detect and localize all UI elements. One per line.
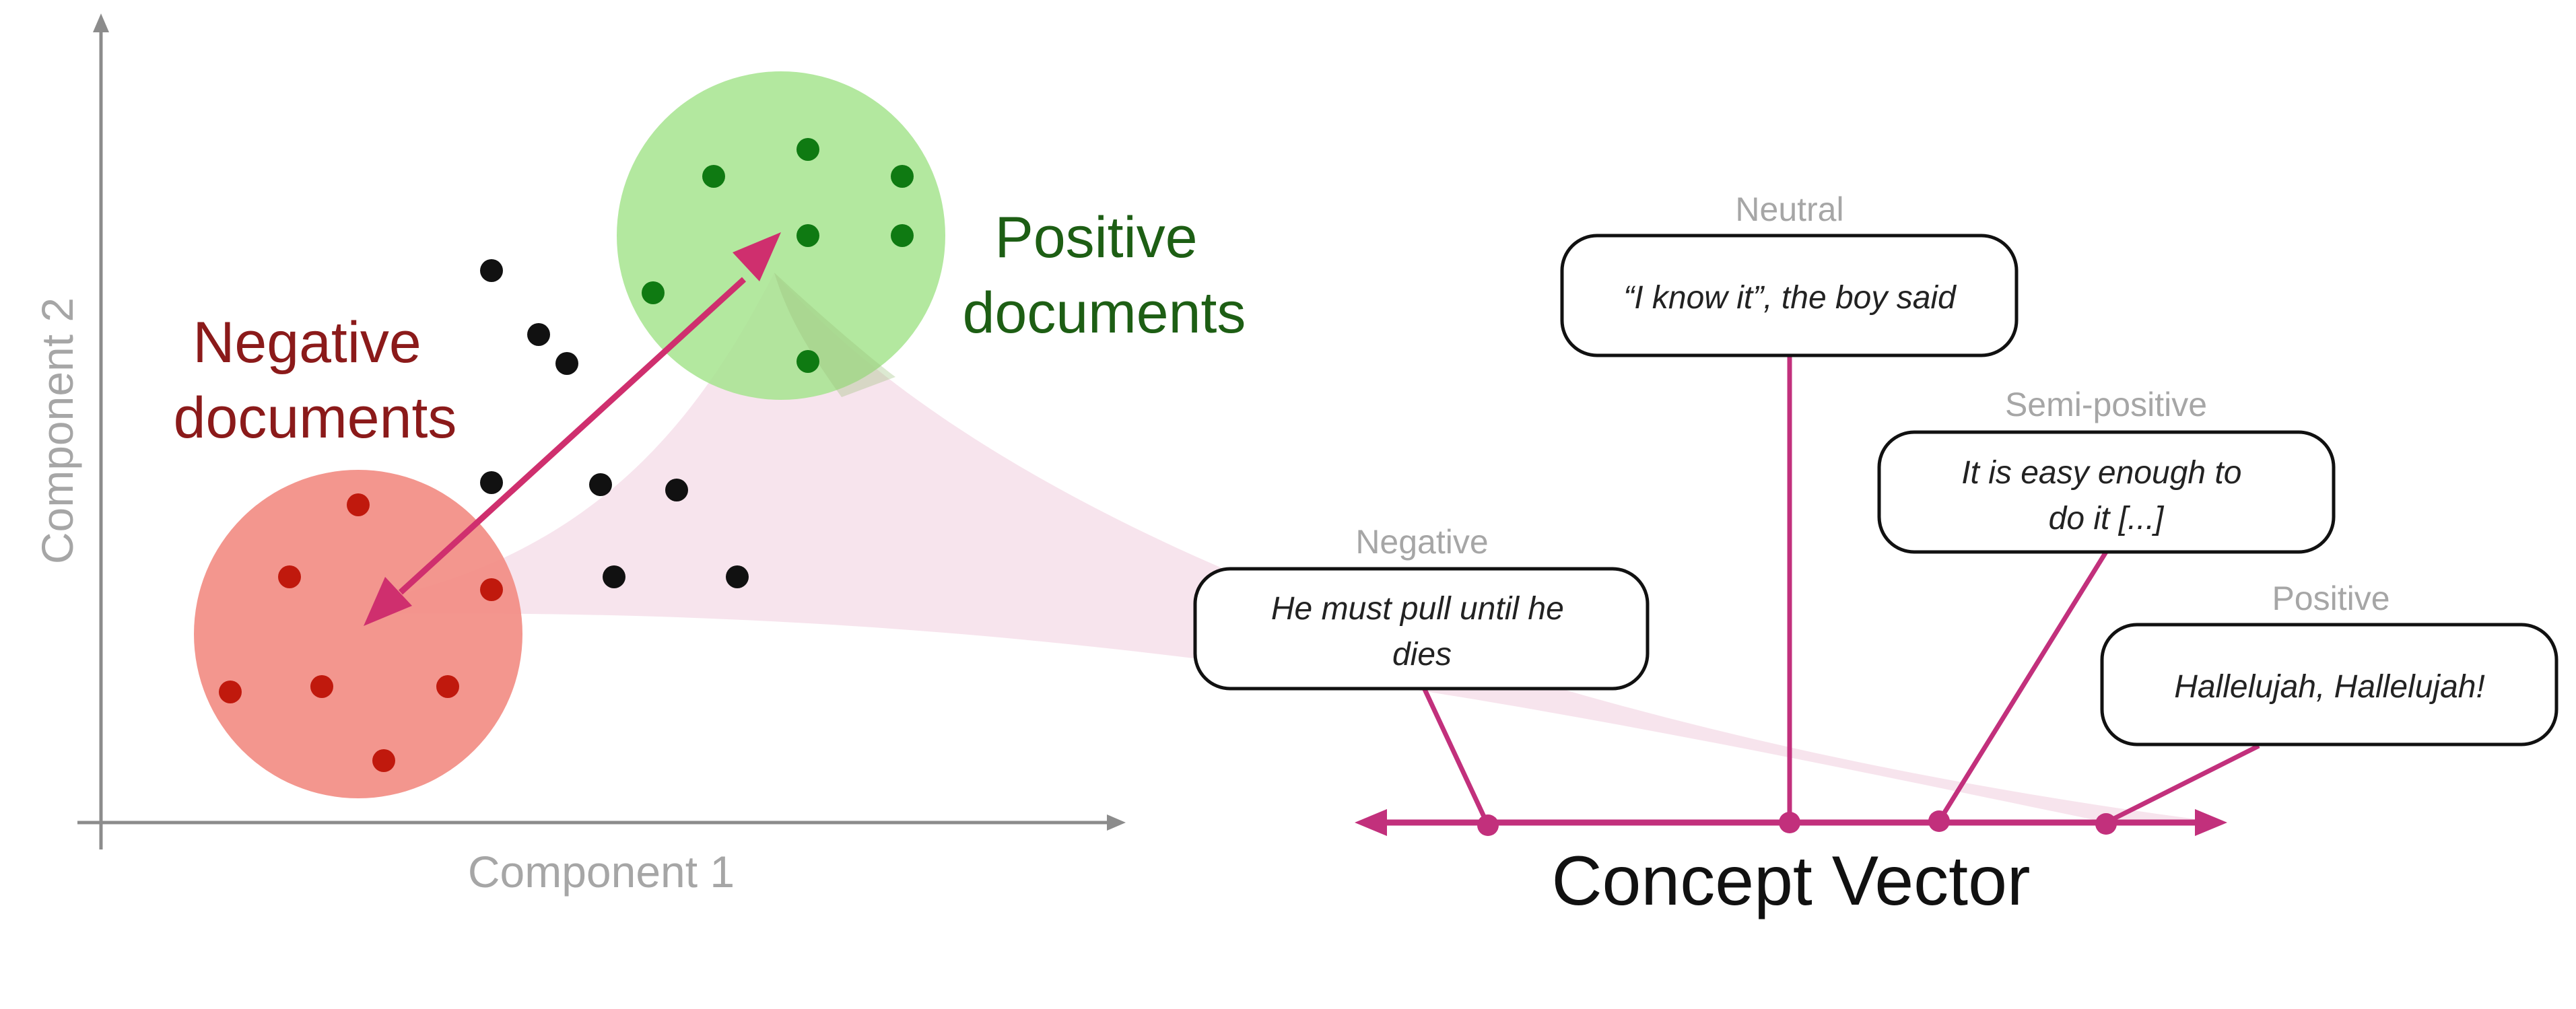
positive-point-5 [891, 224, 914, 247]
positive-group-label: Positive documents [963, 205, 1246, 345]
example-semi-positive-text: It is easy enough to do it [...] [1961, 455, 2251, 536]
example-semi-positive: Semi-positive It is easy enough to do it… [1877, 386, 2336, 554]
example-semi-positive-category: Semi-positive [2005, 386, 2207, 423]
x-axis-label: Component 1 [468, 847, 735, 897]
positive-point-2 [796, 138, 819, 161]
neutral-point-7 [603, 565, 625, 588]
negative-point-7 [372, 749, 395, 772]
negative-points [219, 493, 503, 772]
neutral-point-6 [665, 479, 688, 501]
positive-point-3 [891, 165, 914, 188]
neutral-point-4 [480, 471, 503, 494]
positive-point-4 [796, 224, 819, 247]
marker-semi-positive [1928, 810, 1950, 832]
connector-positive [2105, 743, 2260, 825]
example-neutral-text: “I know it”, the boy said [1623, 280, 1957, 316]
positive-group-line1: Positive [994, 205, 1197, 270]
positive-point-1 [702, 165, 725, 188]
negative-group-line1: Negative [193, 310, 421, 375]
negative-group-line2: documents [174, 386, 457, 450]
example-semi-positive-bubble [1877, 430, 2336, 554]
negative-group-label: Negative documents [174, 310, 457, 450]
positive-group-line2: documents [963, 281, 1246, 345]
negative-point-4 [219, 681, 242, 703]
negative-point-5 [310, 675, 333, 698]
projection-cone [377, 273, 2222, 823]
example-neutral: Neutral “I know it”, the boy said [1560, 190, 2019, 357]
example-negative-line2: dies [1392, 637, 1452, 672]
concept-vector-title: Concept Vector [1551, 842, 2030, 920]
concept-vector-right-arrowhead [2195, 809, 2227, 836]
neutral-point-3 [555, 352, 578, 375]
example-neutral-category: Neutral [1735, 190, 1843, 228]
example-negative: Negative He must pull until he dies [1193, 523, 1650, 691]
neutral-point-2 [527, 323, 550, 346]
negative-cluster [194, 470, 522, 798]
example-neutral-bubble [1560, 234, 2019, 357]
example-semi-positive-line1: It is easy enough to [1961, 455, 2241, 491]
example-negative-line1: He must pull until he [1271, 591, 1564, 627]
negative-point-6 [436, 675, 459, 698]
positive-points [642, 138, 914, 373]
neutral-point-1 [480, 259, 503, 282]
marker-negative [1477, 814, 1499, 836]
negative-point-3 [480, 578, 503, 601]
example-positive: Positive Hallelujah, Hallelujah! [2100, 580, 2558, 746]
cluster-difference-arrow [364, 232, 781, 626]
positive-point-7 [796, 350, 819, 373]
marker-neutral [1779, 812, 1800, 833]
arrowhead-positive [733, 232, 781, 281]
connector-negative [1421, 687, 1491, 827]
concept-vector-markers [1477, 810, 2117, 836]
example-negative-text: He must pull until he dies [1271, 591, 1573, 672]
projection-overlap [774, 273, 895, 397]
x-axis-arrowhead [1107, 814, 1126, 831]
y-axis-arrowhead [93, 13, 109, 32]
negative-point-2 [278, 565, 301, 588]
example-positive-bubble [2100, 623, 2558, 746]
positive-point-6 [642, 281, 665, 304]
concept-vector-left-arrowhead [1355, 809, 1387, 836]
negative-point-1 [347, 493, 370, 516]
arrowhead-negative [364, 577, 412, 626]
axes: Component 1 Component 2 [32, 13, 1126, 897]
example-negative-category: Negative [1355, 523, 1488, 561]
example-semi-positive-line2: do it [...] [2049, 501, 2165, 536]
neutral-point-5 [589, 473, 612, 496]
marker-positive [2095, 813, 2117, 835]
connector-semi-positive [1937, 551, 2108, 823]
neutral-point-8 [726, 565, 749, 588]
example-positive-category: Positive [2272, 580, 2389, 617]
y-axis-label: Component 2 [32, 298, 82, 564]
concept-vector: Concept Vector [1355, 809, 2227, 920]
example-connectors [1421, 355, 2260, 827]
example-positive-text: Hallelujah, Hallelujah! [2174, 669, 2485, 705]
example-negative-bubble [1193, 567, 1650, 691]
neutral-points [480, 259, 749, 588]
